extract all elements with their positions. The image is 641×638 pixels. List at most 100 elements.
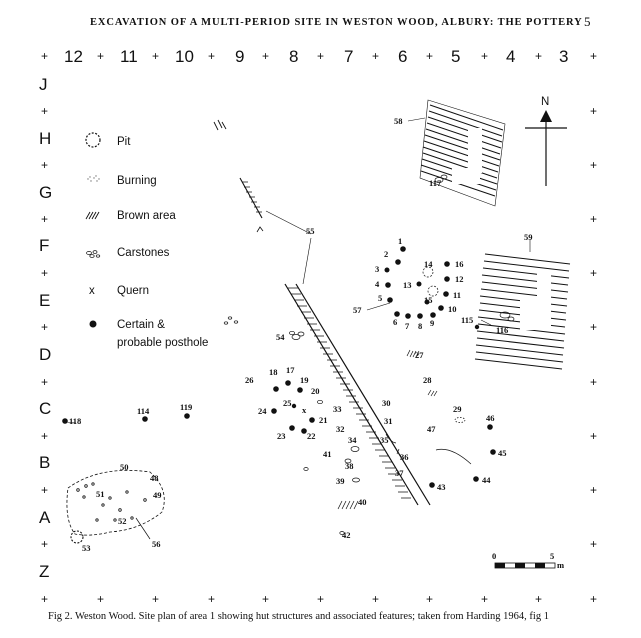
feature-label: 30	[382, 398, 391, 408]
legend-label-carstones: Carstones	[117, 247, 170, 259]
svg-text:+: +	[426, 49, 433, 63]
feature-label: 33	[333, 404, 342, 414]
feature-label: 23	[277, 431, 286, 441]
feature-label: 24	[258, 406, 267, 416]
svg-text:+: +	[208, 49, 215, 63]
svg-text:+: +	[41, 266, 48, 280]
svg-text:+: +	[41, 49, 48, 63]
svg-text:+: +	[590, 483, 597, 497]
grid-row-labels: J H G F E D C B A Z	[39, 75, 52, 581]
feature-label: 45	[498, 448, 507, 458]
grid-column-label: 6	[398, 47, 407, 66]
svg-text:+: +	[590, 429, 597, 443]
feature-label: 55	[306, 226, 315, 236]
feature-label: 29	[453, 404, 462, 414]
svg-text:+: +	[41, 592, 48, 606]
feature-patches	[223, 174, 515, 535]
feature-label: 13	[403, 280, 412, 290]
feature-label: 10	[448, 304, 457, 314]
legend-label-posthole: Certain &	[117, 319, 165, 331]
svg-text:+: +	[41, 537, 48, 551]
svg-text:+: +	[590, 266, 597, 280]
feature-label: 41	[323, 449, 332, 459]
svg-text:+: +	[590, 375, 597, 389]
grid-column-label: 8	[289, 47, 298, 66]
legend-label-burning: Burning	[117, 175, 157, 187]
feature-label: 48	[150, 473, 159, 483]
hut-59	[474, 253, 571, 370]
feature-label: 4	[375, 279, 380, 289]
scale-start: 0	[492, 551, 496, 561]
feature-label: 37	[395, 468, 404, 478]
svg-text:+: +	[41, 483, 48, 497]
svg-text:+: +	[372, 592, 379, 606]
feature-label: 16	[455, 259, 464, 269]
feature-label: 22	[307, 431, 316, 441]
feature-label: 51	[96, 489, 105, 499]
feature-labels: 1 2 3 4 5 6 7 8 9 10 11 12 13 14 15 16 1…	[69, 116, 533, 540]
ditch-55	[213, 119, 431, 506]
svg-text:+: +	[590, 537, 597, 551]
svg-text:+: +	[317, 49, 324, 63]
legend-label-pit: Pit	[117, 136, 131, 148]
svg-text:+: +	[152, 592, 159, 606]
feature-label: 8	[418, 321, 422, 331]
legend-label-quern: Quern	[117, 285, 149, 297]
feature-label: 116	[496, 325, 508, 335]
label-arrows	[65, 117, 531, 424]
svg-text:+: +	[208, 592, 215, 606]
feature-label: 15	[424, 295, 433, 305]
feature-label: 31	[384, 416, 393, 426]
feature-label: 5	[378, 293, 382, 303]
grid-column-label: 5	[451, 47, 460, 66]
feature-label: 53	[82, 543, 91, 553]
feature-label: 26	[245, 375, 254, 385]
feature-label: 117	[429, 178, 442, 188]
grid-row-label: E	[39, 291, 50, 310]
feature-label: 115	[461, 315, 473, 325]
svg-text:+: +	[590, 104, 597, 118]
brown-area-symbol	[85, 211, 100, 220]
grid-row-label: H	[39, 129, 51, 148]
feature-label: 38	[345, 461, 354, 471]
grid-column-label: 12	[64, 47, 83, 66]
feature-label: 56	[152, 539, 161, 549]
svg-text:+: +	[590, 49, 597, 63]
feature-label: 50	[120, 462, 129, 472]
grid-column-label: 7	[344, 47, 353, 66]
scale-bar: 0 5 m	[492, 551, 564, 570]
svg-text:+: +	[41, 212, 48, 226]
enclosure-south-west	[66, 470, 165, 544]
legend: Pit Burning Brown area Carstones x Quern…	[85, 132, 208, 349]
hut-58	[419, 99, 506, 207]
feature-label: 58	[394, 116, 403, 126]
grid-row-label: B	[39, 453, 50, 472]
feature-label: 19	[300, 375, 309, 385]
feature-label: 34	[348, 435, 357, 445]
feature-label: 20	[311, 386, 320, 396]
grid-row-label: Z	[39, 562, 49, 581]
grid-column-label: 4	[506, 47, 515, 66]
feature-label: 27	[415, 350, 424, 360]
grid-row-label: G	[39, 183, 52, 202]
quern-symbol: x	[89, 285, 95, 297]
feature-label: 6	[393, 317, 397, 327]
feature-label: 1	[398, 236, 402, 246]
feature-label: 119	[180, 402, 192, 412]
svg-text:+: +	[262, 592, 269, 606]
svg-text:+: +	[481, 592, 488, 606]
carstones-symbol	[86, 250, 101, 258]
svg-text:+: +	[97, 49, 104, 63]
grid-column-labels: 12 11 10 9 8 7 6 5 4 3	[64, 47, 568, 66]
feature-label: 49	[153, 490, 162, 500]
svg-text:+: +	[41, 429, 48, 443]
grid-row-label: C	[39, 399, 51, 418]
feature-label: 25	[283, 398, 292, 408]
grid-column-label: 9	[235, 47, 244, 66]
svg-text:+: +	[590, 592, 597, 606]
svg-text:+: +	[535, 49, 542, 63]
feature-label: 36	[400, 452, 409, 462]
feature-label: 52	[118, 516, 127, 526]
feature-label: 43	[437, 482, 446, 492]
